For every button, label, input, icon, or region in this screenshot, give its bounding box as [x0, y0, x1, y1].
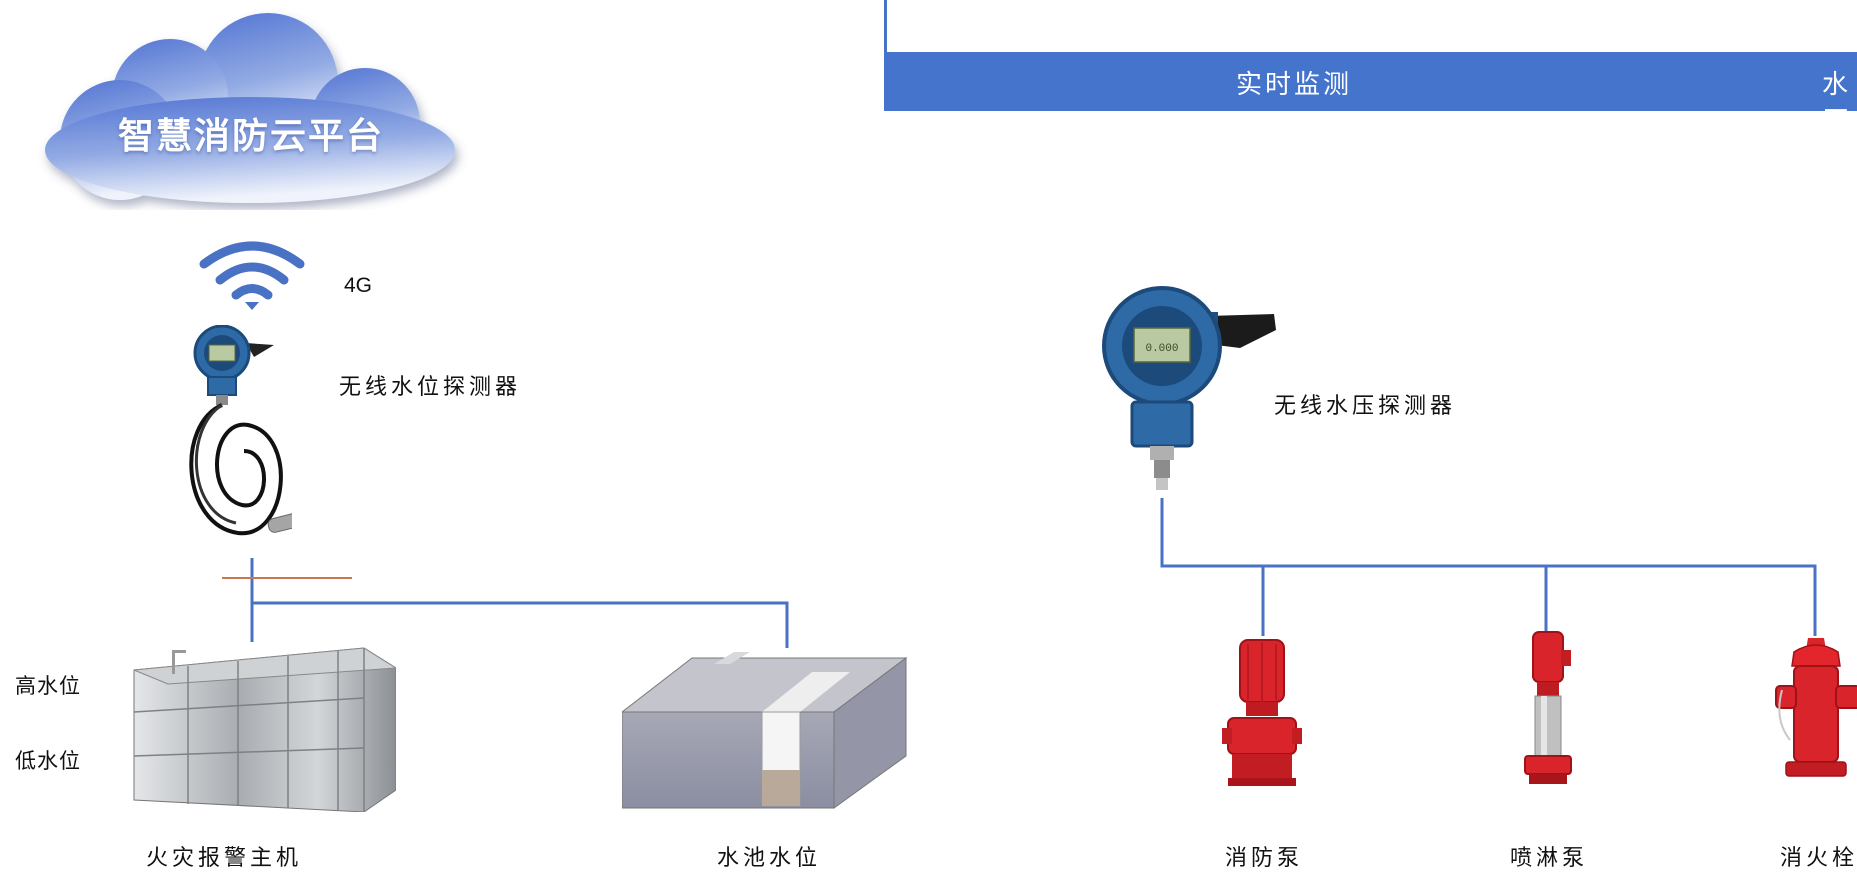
fire-pump-image: [1222, 636, 1302, 786]
cloud-platform: [20, 5, 480, 210]
water-tank-image: [128, 640, 398, 813]
cloud-icon: [45, 13, 455, 203]
cloud-title: 智慧消防云平台: [118, 115, 385, 156]
high-water-level-label: 高水位: [15, 675, 81, 698]
pool-label: 水池水位: [717, 845, 822, 870]
water-pool-image: [620, 650, 908, 810]
tank-label: 火灾报警主机: [146, 845, 303, 870]
sprinkler-pump-label: 喷淋泵: [1510, 845, 1589, 870]
sprinkler-pump-image: [1519, 630, 1579, 786]
header-right-label: 水压: [1822, 69, 1852, 136]
header-bar: [884, 52, 1857, 111]
water-pressure-detector: 0.000: [1098, 286, 1278, 508]
header-left-label: 实时监测: [1236, 69, 1353, 99]
header-connector-line: [884, 0, 887, 52]
fire-hydrant-image: [1772, 630, 1857, 786]
fire-pump-label: 消防泵: [1225, 845, 1304, 870]
pressure-display-value: 0.000: [1145, 343, 1178, 355]
water-level-detector-label: 无线水位探测器: [339, 374, 522, 399]
low-water-level-label: 低水位: [15, 750, 81, 773]
water-pressure-detector-label: 无线水压探测器: [1274, 393, 1457, 418]
wifi-icon: [196, 234, 308, 314]
hydrant-label: 消火栓: [1780, 845, 1857, 870]
signal-label: 4G: [344, 274, 373, 297]
water-level-detector: [188, 324, 314, 575]
